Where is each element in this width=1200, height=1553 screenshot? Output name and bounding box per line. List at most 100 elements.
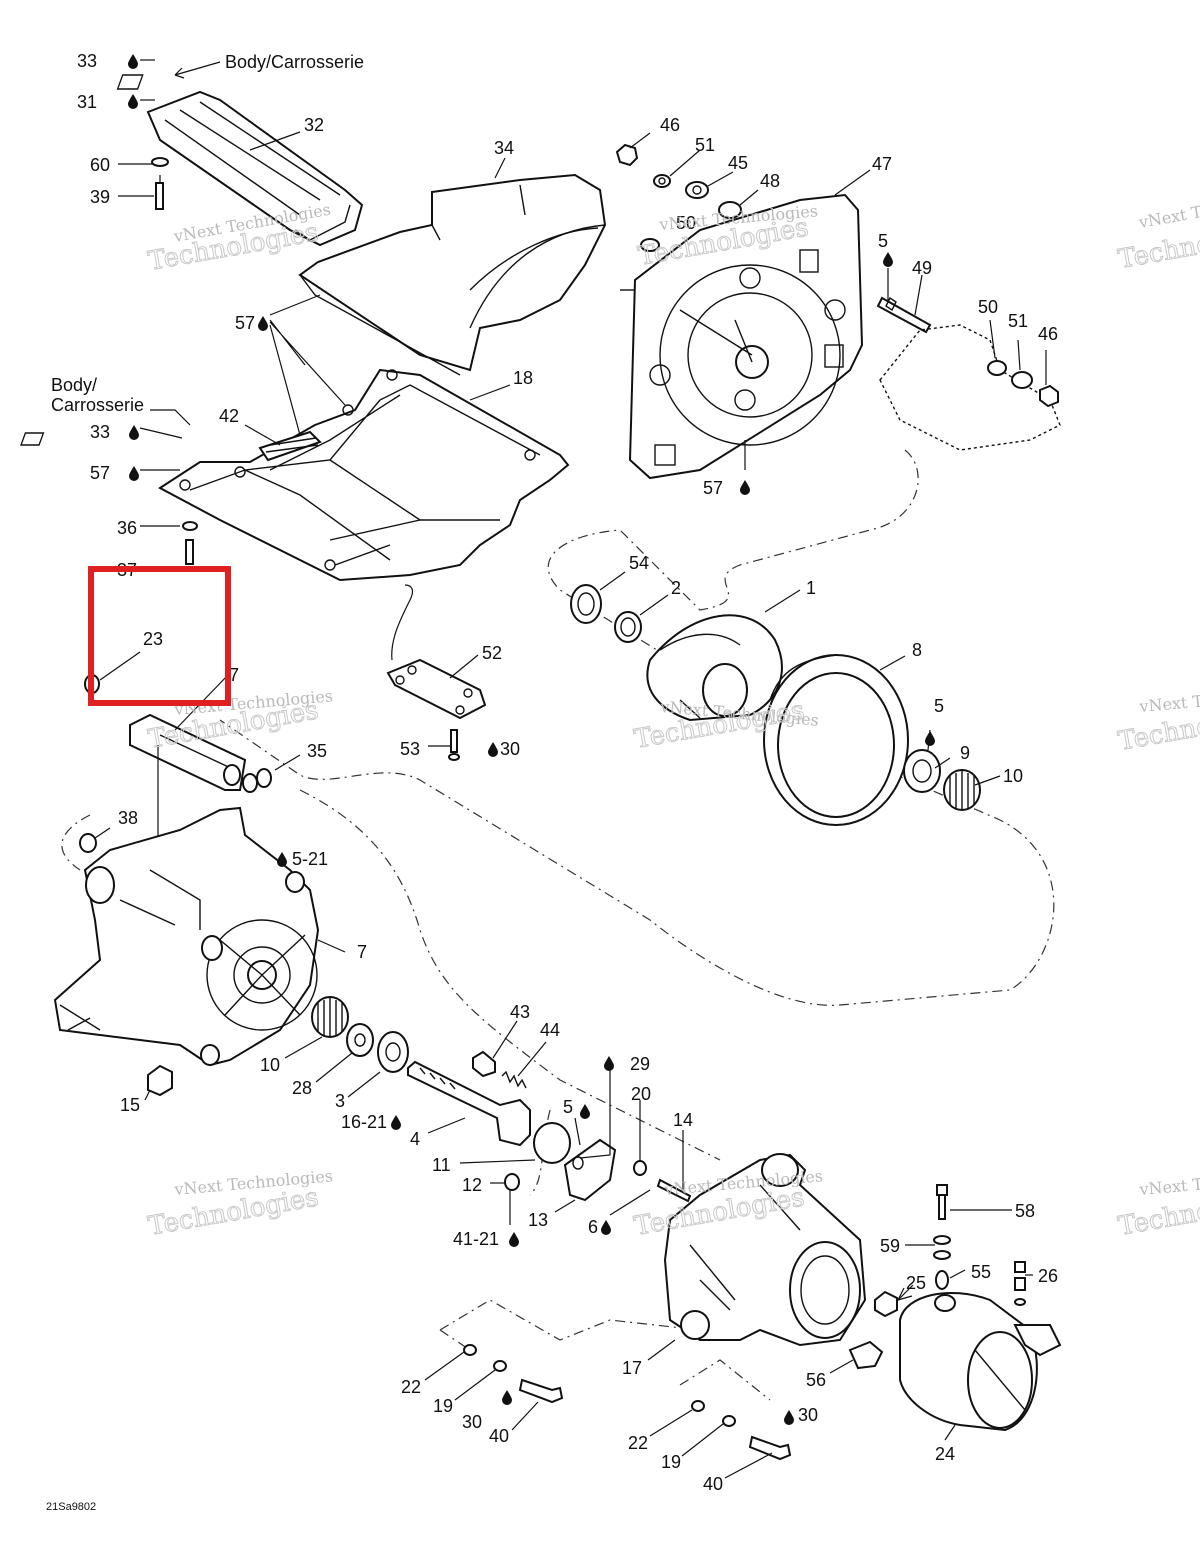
- part-43-plug: [472, 1050, 496, 1078]
- part-15-nut: [147, 1064, 173, 1097]
- label-4: 4: [410, 1129, 420, 1149]
- label-30: 30: [798, 1405, 818, 1425]
- fasteners-bottom-right: [691, 1400, 792, 1461]
- label-46: 46: [660, 115, 680, 135]
- label-33: 33: [90, 422, 110, 442]
- label-30: 30: [462, 1412, 482, 1432]
- part-27-tube: [129, 713, 247, 791]
- label-25: 25: [906, 1273, 926, 1293]
- label-31: 31: [77, 92, 97, 112]
- label-27: 7: [229, 665, 239, 685]
- part-56-bushing: [848, 1340, 884, 1370]
- label-12: 12: [462, 1175, 482, 1195]
- label-49: 49: [912, 258, 932, 278]
- label-7: 7: [357, 942, 367, 962]
- leader-lines: [94, 59, 1047, 1479]
- fasteners-bottom-left: [463, 1344, 564, 1404]
- part-54-bearing: [570, 584, 602, 624]
- label-15: 15: [120, 1095, 140, 1115]
- label-1: 1: [806, 578, 816, 598]
- label-9: 9: [960, 743, 970, 763]
- part-34-housing: [298, 173, 607, 376]
- label-36: 36: [117, 518, 137, 538]
- label-54: 54: [629, 553, 649, 573]
- label-19: 19: [433, 1396, 453, 1416]
- label-47: 47: [872, 154, 892, 174]
- label-55: 55: [971, 1262, 991, 1282]
- fasteners-58-59-55-26: [933, 1184, 1026, 1306]
- label-46: 46: [1038, 324, 1058, 344]
- label-48: 48: [760, 171, 780, 191]
- label-35: 35: [307, 741, 327, 761]
- label-2: 2: [671, 578, 681, 598]
- label-50: 50: [676, 213, 696, 233]
- watermark-text: vNext Technologies: [1136, 186, 1200, 232]
- label-45: 45: [728, 153, 748, 173]
- dashed-group-outline-left: [61, 789, 721, 1196]
- part-35-o-rings: [242, 768, 272, 793]
- label-22: 22: [628, 1433, 648, 1453]
- label-40: 40: [489, 1426, 509, 1446]
- arrow-52-to-18: [391, 584, 414, 661]
- part-32-rail: [146, 90, 364, 247]
- label-43: 43: [510, 1002, 530, 1022]
- part-52-clip: [386, 658, 487, 720]
- label-52: 52: [482, 643, 502, 663]
- label-14: 14: [673, 1110, 693, 1130]
- label-33: 33: [77, 51, 97, 71]
- label-3: 3: [335, 1091, 345, 1111]
- fasteners-top-left: [116, 74, 169, 210]
- washers-upper-middle: [615, 143, 742, 252]
- label-29: 29: [630, 1054, 650, 1074]
- label-42: 42: [219, 406, 239, 426]
- label-32: 32: [304, 115, 324, 135]
- callout-body-left-1: Body/: [51, 375, 97, 395]
- label-20: 20: [631, 1084, 651, 1104]
- label-5: 5: [878, 231, 888, 251]
- label-60: 60: [90, 155, 110, 175]
- part-24-nozzle: [899, 1292, 1062, 1432]
- part-2-seal: [614, 611, 642, 643]
- label-57: 57: [90, 463, 110, 483]
- label-57: 57: [235, 313, 255, 333]
- label-18: 18: [513, 368, 533, 388]
- label-23: 23: [143, 629, 163, 649]
- label-56: 56: [806, 1370, 826, 1390]
- watermark-text: vNext Technologies: [1138, 683, 1200, 716]
- label-10: 10: [260, 1055, 280, 1075]
- part-4-shaft: [407, 1060, 531, 1147]
- part-8-wear-ring: [763, 654, 909, 826]
- part-number-labels: 33 31 Body/Carrosserie 32 60 39 34 46 51…: [51, 51, 1058, 1494]
- fasteners-left-mid: [20, 432, 198, 565]
- watermark-text: vNext Technologies: [1138, 1166, 1200, 1199]
- label-11: 11: [432, 1155, 451, 1175]
- label-58: 58: [1015, 1201, 1035, 1221]
- stud-49-and-frame: [876, 296, 1061, 451]
- part-38-plug: [79, 833, 97, 853]
- part-10-bearing-lower: [311, 996, 349, 1038]
- label-57: 57: [703, 478, 723, 498]
- highlight-box-part-23[interactable]: [88, 566, 231, 706]
- label-19: 19: [661, 1452, 681, 1472]
- label-5-21: 5-21: [292, 849, 328, 869]
- label-51: 51: [695, 135, 715, 155]
- label-40: 40: [703, 1474, 723, 1494]
- part-25-nut: [874, 1290, 898, 1318]
- fastener-53: [448, 729, 460, 761]
- part-44-spring: [501, 1070, 527, 1089]
- part-20-washer: [633, 1160, 647, 1176]
- label-22: 22: [401, 1377, 421, 1397]
- part-18-plate: [158, 368, 570, 582]
- part-12-plug: [504, 1173, 520, 1191]
- part-28-washer: [346, 1023, 374, 1057]
- label-38: 38: [118, 808, 138, 828]
- label-59: 59: [880, 1236, 900, 1256]
- part-14-screw: [656, 1178, 692, 1203]
- part-7-pump-housing: [53, 806, 320, 1067]
- label-17: 17: [622, 1358, 642, 1378]
- label-44: 44: [540, 1020, 560, 1040]
- label-28: 28: [292, 1078, 312, 1098]
- part-47-housing-plate: [620, 193, 864, 480]
- label-13: 13: [528, 1210, 548, 1230]
